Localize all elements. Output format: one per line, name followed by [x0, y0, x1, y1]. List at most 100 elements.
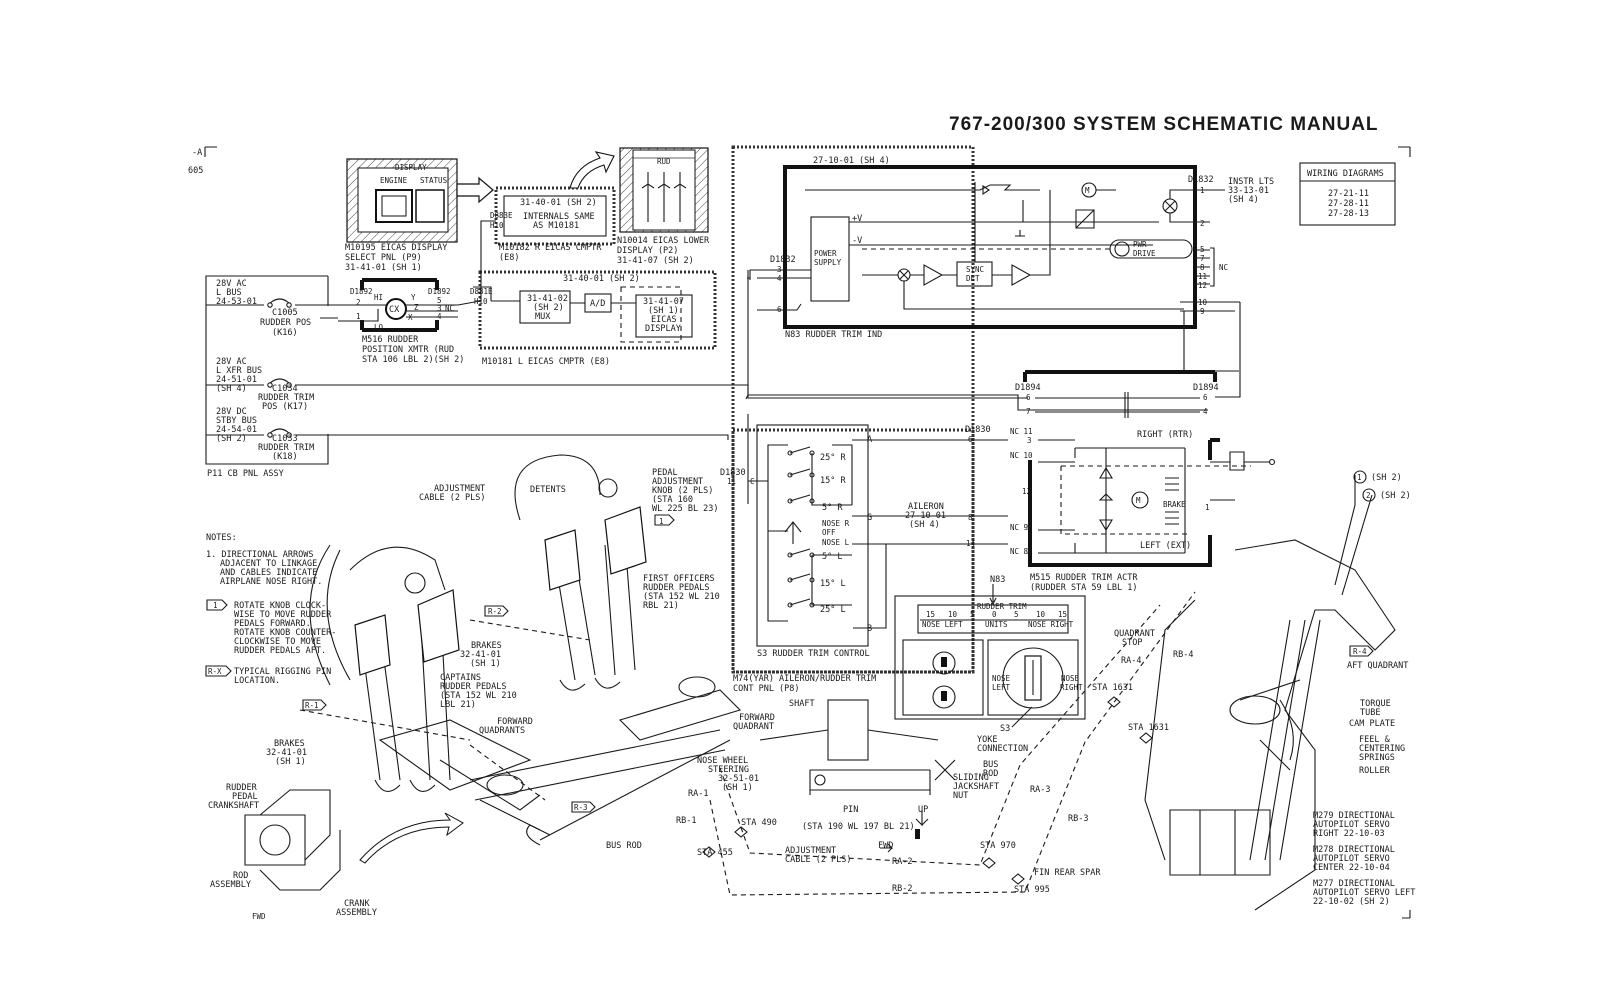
note3-line: LOCATION. — [234, 676, 280, 686]
trim-scale-nose-right: NOSE RIGHT — [1028, 620, 1074, 629]
display-select-inner-title: DISPLAY — [395, 163, 427, 172]
trim-ind-pin: 1 — [1200, 186, 1205, 195]
cb3-bus: 28V DC — [216, 407, 247, 417]
xmtr-conn2: D1892 — [428, 287, 451, 296]
trim-ind-label: N83 RUDDER TRIM IND — [785, 330, 882, 340]
cable-ra4: RA-4 — [1121, 656, 1141, 666]
shaft: SHAFT — [789, 699, 815, 709]
rod-assembly-1: ROD — [233, 871, 248, 881]
notes-block: NOTES: 1. DIRECTIONAL ARROWS ADJACENT TO… — [205, 533, 336, 686]
actr-nc-pin: 12 — [1022, 487, 1031, 496]
instr-lts-3: (SH 4) — [1228, 195, 1259, 205]
adjustment-cable2-2: CABLE (2 PLS) — [785, 855, 852, 865]
trim-ind-nc: NC — [1219, 263, 1228, 272]
first-officers-2: RUDDER PEDALS — [643, 583, 710, 593]
cb1-ref: 24-53-01 — [216, 297, 257, 307]
cable-ra3: RA-3 — [1030, 785, 1050, 795]
trim-scale-number: 5 — [1014, 610, 1019, 619]
note2-line: PEDALS FORWARD. — [234, 619, 311, 629]
aft-quadrant: AFT QUADRANT — [1347, 661, 1408, 671]
plus-v: +V — [852, 214, 862, 224]
manual-title: 767-200/300 SYSTEM SCHEMATIC MANUAL — [949, 114, 1379, 135]
xmtr-z: Z — [414, 303, 419, 312]
m279-2: AUTOPILOT SERVO — [1313, 820, 1390, 830]
trim-pos-off: OFF — [822, 528, 836, 537]
r-cmptr-ref: 31-40-01 (SH 2) — [520, 198, 597, 208]
display-select-status: STATUS — [420, 176, 448, 185]
cb2-bus: 28V AC — [216, 357, 247, 367]
rudder-trim-control: D1830 11 C 25° R 15° R 5° R NOSE R OFF N… — [720, 424, 1008, 694]
circle-1: 1 — [1357, 473, 1362, 482]
lower-display-rud: RUD — [657, 157, 671, 166]
trim-switch-contacts — [787, 444, 853, 608]
captains-4: LBL 21) — [440, 700, 476, 710]
note1-line: ADJACENT TO LINKAGE — [220, 559, 317, 569]
detents: DETENTS — [530, 485, 566, 495]
note3-tag: R-X — [208, 667, 222, 676]
fin-rear-spar: FIN REAR SPAR — [1034, 868, 1101, 878]
actr-nc-pin: 3 — [1027, 436, 1032, 445]
trim-ctrl-conn: D1830 — [720, 468, 746, 478]
pin-label: PIN — [843, 805, 858, 815]
cable-rb1: RB-1 — [676, 816, 696, 826]
notes-title: NOTES: — [206, 533, 237, 543]
display-select-label-3: 31-41-01 (SH 1) — [345, 263, 422, 273]
trim-pos-nose-l: NOSE L — [822, 538, 850, 547]
instr-lts-1: INSTR LTS — [1228, 177, 1274, 187]
actr-brake: BRAKE — [1163, 500, 1186, 509]
xmtr-nc: NC — [445, 304, 454, 313]
actr-nc-pin: NC 8 — [1010, 547, 1029, 556]
r-eicas-computer: 31-40-01 (SH 2) INTERNALS SAME AS M10181… — [490, 186, 616, 263]
minus-v: -V — [852, 236, 862, 246]
pedal-adj-2: ADJUSTMENT — [652, 477, 703, 487]
xmtr-pin: 2 — [356, 298, 361, 307]
feel-3: SPRINGS — [1359, 753, 1395, 763]
wire — [328, 384, 749, 440]
fwd-label: FWD — [878, 841, 893, 851]
brakes-l-1: BRAKES — [274, 739, 305, 749]
cb1-id: C1005 — [272, 308, 298, 318]
display-select-label-2: SELECT PNL (P9) — [345, 253, 422, 263]
wiring-ref: 27-28-11 — [1328, 199, 1369, 209]
sta-970: STA 970 — [980, 841, 1016, 851]
power-supply-1: POWER — [814, 249, 837, 258]
m279-3: RIGHT 22-10-03 — [1313, 829, 1385, 839]
aileron-2: 27-10-01 — [905, 511, 946, 521]
corner-mark-tr — [1398, 146, 1411, 157]
actr-pin: 4 — [1203, 407, 1208, 416]
xmtr-conn: D1892 — [350, 287, 373, 296]
m277-3: 22-10-02 (SH 2) — [1313, 897, 1390, 907]
mux-ref: 31-41-02 — [527, 294, 568, 304]
r-cmptr-internals-2: AS M10181 — [533, 221, 579, 231]
cb1-loc: (K16) — [272, 328, 298, 338]
cb1-bus2: L BUS — [216, 288, 242, 298]
cb3-loc: (K18) — [272, 452, 298, 462]
brakes-l-3: (SH 1) — [275, 757, 306, 767]
cb-panel-label: P11 CB PNL ASSY — [207, 469, 284, 479]
actr-label-1: M515 RUDDER TRIM ACTR — [1030, 573, 1138, 583]
cb2-id: C1034 — [272, 384, 298, 394]
crank-assembly-1: CRANK — [344, 899, 370, 909]
sliding-2: JACKSHAFT — [953, 782, 999, 792]
mux-label: MUX — [535, 312, 551, 322]
trim-scale-number: 0 — [992, 610, 997, 619]
trim-scale-units: UNITS — [985, 620, 1008, 629]
trim-ind-pin: 8 — [1200, 263, 1205, 272]
bus-rod-2-2: ROD — [983, 769, 998, 779]
lower-display-label-3: 31-41-07 (SH 2) — [617, 256, 694, 266]
trim-ind-pin: 10 — [1198, 298, 1208, 307]
trim-ind-pin: 12 — [1198, 281, 1207, 290]
trim-panel-n83: N83 — [990, 575, 1005, 585]
tag-r2: R-2 — [488, 607, 502, 616]
first-officers-4: RBL 21) — [643, 601, 679, 611]
actr-conn-r: D1894 — [1193, 383, 1219, 393]
pedal-adj-1: PEDAL — [652, 468, 678, 478]
xmtr-label-2: POSITION XMTR (RUD — [362, 345, 454, 355]
trim-knob-right-2: RIGHT — [1060, 683, 1083, 692]
flow-arrow-icon — [569, 151, 615, 189]
xmtr-lo: LO — [374, 323, 384, 332]
ad-label: A/D — [590, 299, 605, 309]
trim-ctrl-pin2: 8 — [968, 513, 973, 522]
trim-ind-pin: 11 — [1198, 272, 1207, 281]
fwd-quadrant-2: QUADRANT — [733, 722, 774, 732]
